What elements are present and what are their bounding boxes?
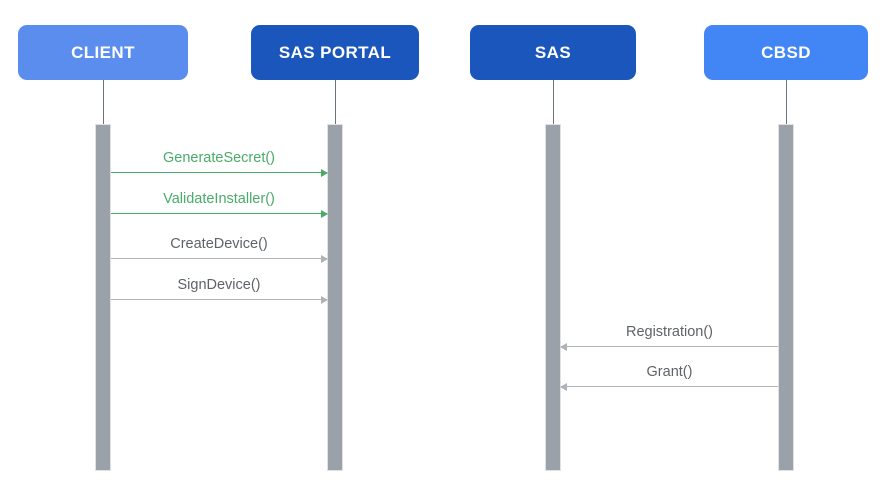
lifeline-stem-client — [103, 80, 104, 126]
message-line-create-device — [111, 254, 328, 263]
arrow-head-left-icon — [560, 382, 567, 391]
message-label-sign-device: SignDevice() — [177, 277, 261, 293]
arrow-head-right-icon — [321, 209, 328, 218]
arrow-head-right-icon — [321, 295, 328, 304]
arrow-head-right-icon — [321, 254, 328, 263]
actor-box-sas[interactable]: SAS — [470, 25, 636, 80]
message-label-registration: Registration() — [625, 324, 714, 340]
activation-bar-sas_portal — [327, 124, 343, 471]
message-label-generate-secret: GenerateSecret() — [162, 150, 276, 166]
lifeline-stem-sas — [553, 80, 554, 126]
activation-bar-client — [95, 124, 111, 471]
arrow-head-right-icon — [321, 168, 328, 177]
message-label-create-device: CreateDevice() — [170, 236, 268, 252]
arrow-head-left-icon — [560, 342, 567, 351]
message-line-validate-installer — [111, 209, 328, 218]
actor-box-cbsd[interactable]: CBSD — [704, 25, 868, 80]
actor-label-sas_portal: SAS PORTAL — [278, 42, 392, 62]
actor-box-sas_portal[interactable]: SAS PORTAL — [251, 25, 419, 80]
lifeline-stem-sas_portal — [335, 80, 336, 126]
message-label-validate-installer: ValidateInstaller() — [163, 191, 275, 207]
actor-label-client: CLIENT — [71, 42, 135, 62]
activation-bar-sas — [545, 124, 561, 471]
actor-box-client[interactable]: CLIENT — [18, 25, 188, 80]
actor-label-cbsd: CBSD — [761, 42, 811, 62]
message-line-grant — [560, 382, 778, 391]
message-line-registration — [560, 342, 778, 351]
activation-bar-cbsd — [778, 124, 794, 471]
message-line-generate-secret — [111, 168, 328, 177]
actor-label-sas: SAS — [534, 42, 572, 62]
lifeline-stem-cbsd — [786, 80, 787, 126]
message-label-grant: Grant() — [646, 364, 693, 380]
message-line-sign-device — [111, 295, 328, 304]
